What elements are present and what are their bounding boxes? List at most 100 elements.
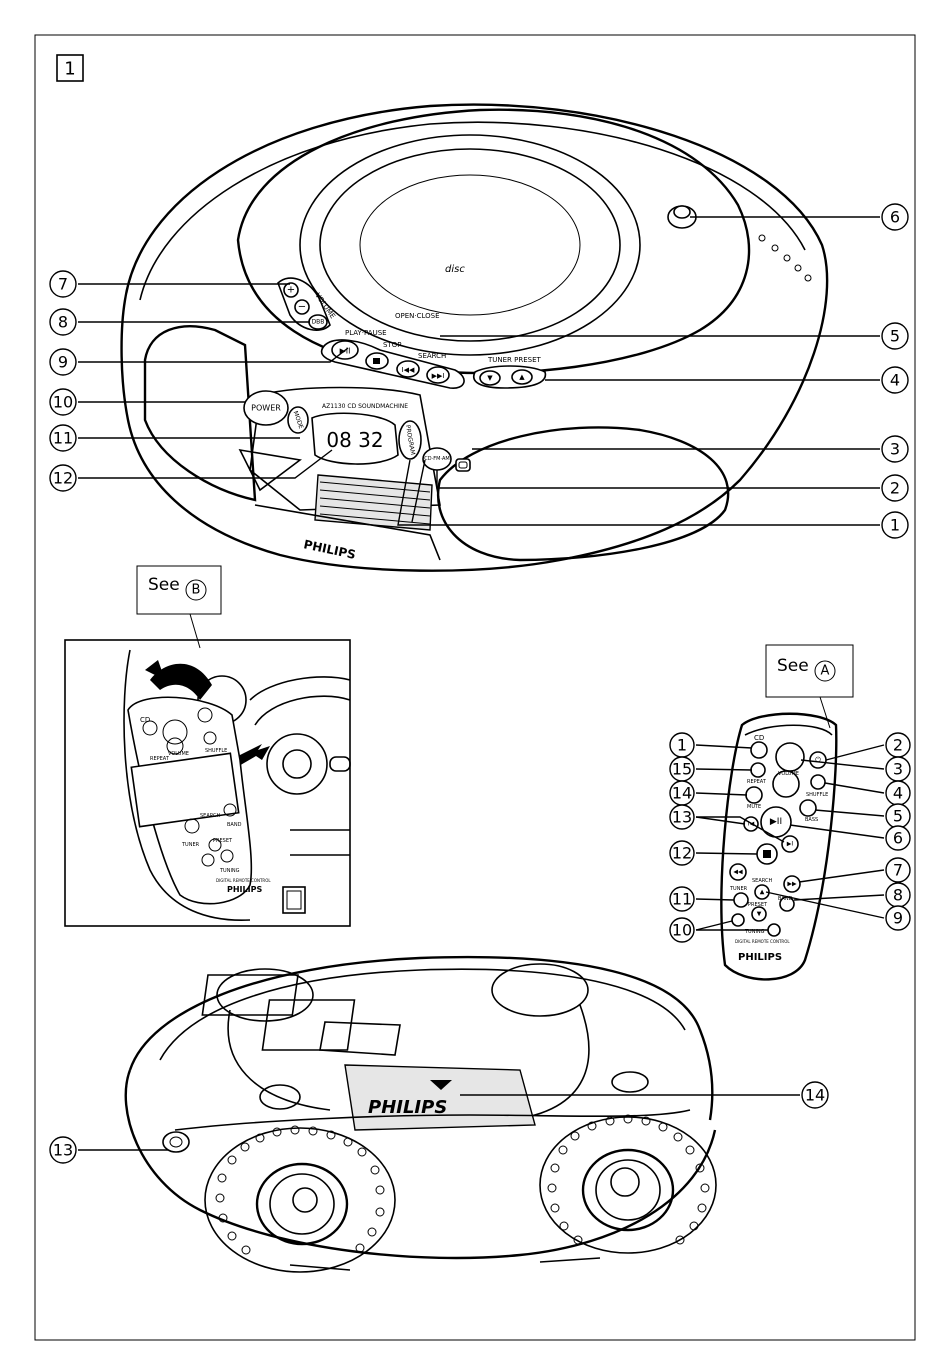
remote-callout-12: 12 — [669, 840, 695, 866]
svg-text:1: 1 — [890, 516, 900, 535]
brand-logo-front: PHILIPS — [302, 537, 357, 562]
svg-text:BAND: BAND — [778, 896, 793, 902]
brand-logo-back: PHILIPS — [368, 1097, 447, 1118]
svg-text:VOLUME: VOLUME — [778, 771, 799, 777]
svg-text:14: 14 — [805, 1086, 825, 1105]
svg-text:VOLUME: VOLUME — [168, 751, 189, 757]
cd-logo: disc — [445, 264, 465, 275]
page-border — [34, 34, 916, 1341]
remote-play-pause-button[interactable]: ▶II — [760, 806, 792, 838]
mode-button[interactable]: MODE — [287, 406, 309, 434]
svg-text:9: 9 — [893, 909, 903, 928]
search-back-button[interactable]: I◀◀ — [396, 360, 420, 378]
model-label: AZ1130 CD SOUNDMACHINE — [322, 403, 408, 410]
back-callout-14: 14 — [801, 1081, 829, 1109]
remote-stop-button[interactable] — [756, 843, 778, 865]
callout-10: 10 — [49, 388, 77, 416]
svg-text:6: 6 — [893, 829, 903, 848]
remote-tuning-forward-button[interactable] — [767, 923, 781, 937]
remote-callout-4: 4 — [885, 780, 911, 806]
tuner-preset-up-button[interactable]: ▲ — [511, 369, 533, 385]
callout-2: 2 — [881, 474, 909, 502]
tuner-preset-down-button[interactable]: ▼ — [479, 370, 501, 386]
svg-text:◀◀: ◀◀ — [733, 869, 743, 876]
dc-in-jack — [162, 1131, 190, 1153]
svg-text:5: 5 — [893, 807, 903, 826]
stop-button[interactable] — [365, 352, 389, 370]
see-a-box: See A — [765, 644, 854, 729]
remote-callout-13: 13 — [669, 804, 695, 830]
remote-callout-1: 1 — [669, 732, 695, 758]
remote-search-back-button[interactable]: ◀◀ — [729, 863, 747, 881]
volume-minus-button[interactable]: − — [294, 299, 310, 315]
callout-12: 12 — [49, 464, 77, 492]
remote-cd-button[interactable] — [750, 741, 768, 759]
svg-text:−: − — [298, 302, 306, 313]
remote-tuning-back-button[interactable] — [731, 913, 745, 927]
open-close-knob[interactable] — [667, 205, 697, 229]
display-digits: 08 32 — [326, 428, 383, 452]
callout-8: 8 — [49, 308, 77, 336]
svg-text:▶I: ▶I — [787, 841, 794, 848]
back-unit-callouts: 13 14 — [49, 1081, 829, 1164]
svg-text:CD: CD — [754, 734, 764, 742]
svg-text:▲: ▲ — [760, 889, 765, 896]
svg-text:▶▶: ▶▶ — [787, 881, 797, 888]
remote-preset-down-button[interactable]: ▼ — [751, 906, 767, 922]
remote-callout-7: 7 — [885, 857, 911, 883]
callout-4: 4 — [881, 366, 909, 394]
svg-text:5: 5 — [890, 327, 900, 346]
callout-9: 9 — [49, 348, 77, 376]
search-label: SEARCH — [418, 352, 446, 360]
power-button[interactable]: POWER — [243, 390, 289, 426]
svg-text:▼: ▼ — [757, 911, 762, 918]
svg-text:REPEAT: REPEAT — [747, 779, 767, 785]
play-pause-label: PLAY·PAUSE — [345, 329, 387, 337]
svg-text:TUNER: TUNER — [181, 842, 200, 848]
svg-text:SEARCH: SEARCH — [752, 878, 772, 884]
remote-repeat-button[interactable] — [750, 762, 766, 778]
svg-text:3: 3 — [890, 440, 900, 459]
remote-callout-3: 3 — [885, 756, 911, 782]
remote-callout-8: 8 — [885, 882, 911, 908]
remote-shuffle-button[interactable] — [810, 774, 826, 790]
cd-fm-am-button[interactable]: CD·FM·AM — [422, 447, 452, 471]
remote-tuner-button[interactable] — [733, 892, 749, 908]
back-callout-13: 13 — [49, 1136, 77, 1164]
svg-text:B: B — [192, 583, 201, 598]
remote-search-forward-button[interactable]: ▶▶ — [783, 875, 801, 893]
remote-volume-knob[interactable] — [772, 742, 805, 798]
svg-text:SHUFFLE: SHUFFLE — [806, 792, 828, 798]
svg-text:CD: CD — [140, 716, 150, 724]
svg-text:12: 12 — [672, 844, 692, 863]
svg-text:2: 2 — [893, 736, 903, 755]
remote-next-button[interactable]: ▶I — [781, 835, 799, 853]
program-button[interactable]: PROGRAM — [398, 420, 422, 460]
remote-bass-button[interactable] — [799, 799, 817, 817]
svg-text:3: 3 — [893, 760, 903, 779]
open-close-label: OPEN·CLOSE — [395, 312, 440, 320]
svg-text:PHILIPS: PHILIPS — [738, 952, 782, 963]
svg-text:TUNING: TUNING — [744, 929, 765, 935]
svg-text:11: 11 — [53, 429, 73, 448]
dbb-button[interactable]: DBB — [308, 314, 328, 330]
svg-text:PRESET: PRESET — [748, 902, 768, 908]
remote-power-button[interactable]: ⏻ — [809, 751, 827, 769]
side-vent-dots — [758, 234, 812, 282]
svg-text:SHUFFLE: SHUFFLE — [205, 748, 227, 754]
svg-text:10: 10 — [672, 921, 692, 940]
svg-text:See: See — [148, 575, 180, 595]
remote-control-illustration: CD VOLUME ⏻ REPEAT SHUFFLE MUTE BASS ▶II… — [720, 712, 838, 981]
svg-text:▼: ▼ — [487, 374, 493, 382]
display-window: 08 32 — [311, 412, 399, 465]
svg-text:+: + — [287, 285, 295, 296]
search-forward-button[interactable]: ▶▶I — [426, 366, 450, 384]
svg-text:I◀◀: I◀◀ — [402, 366, 415, 374]
svg-text:▲: ▲ — [519, 373, 525, 381]
volume-plus-button[interactable]: + — [283, 282, 299, 298]
remote-preset-up-button[interactable]: ▲ — [754, 884, 770, 900]
remote-mute-button[interactable] — [745, 786, 763, 804]
svg-text:TUNER: TUNER — [729, 886, 748, 892]
callout-1: 1 — [881, 511, 909, 539]
slot-grill — [319, 481, 431, 525]
